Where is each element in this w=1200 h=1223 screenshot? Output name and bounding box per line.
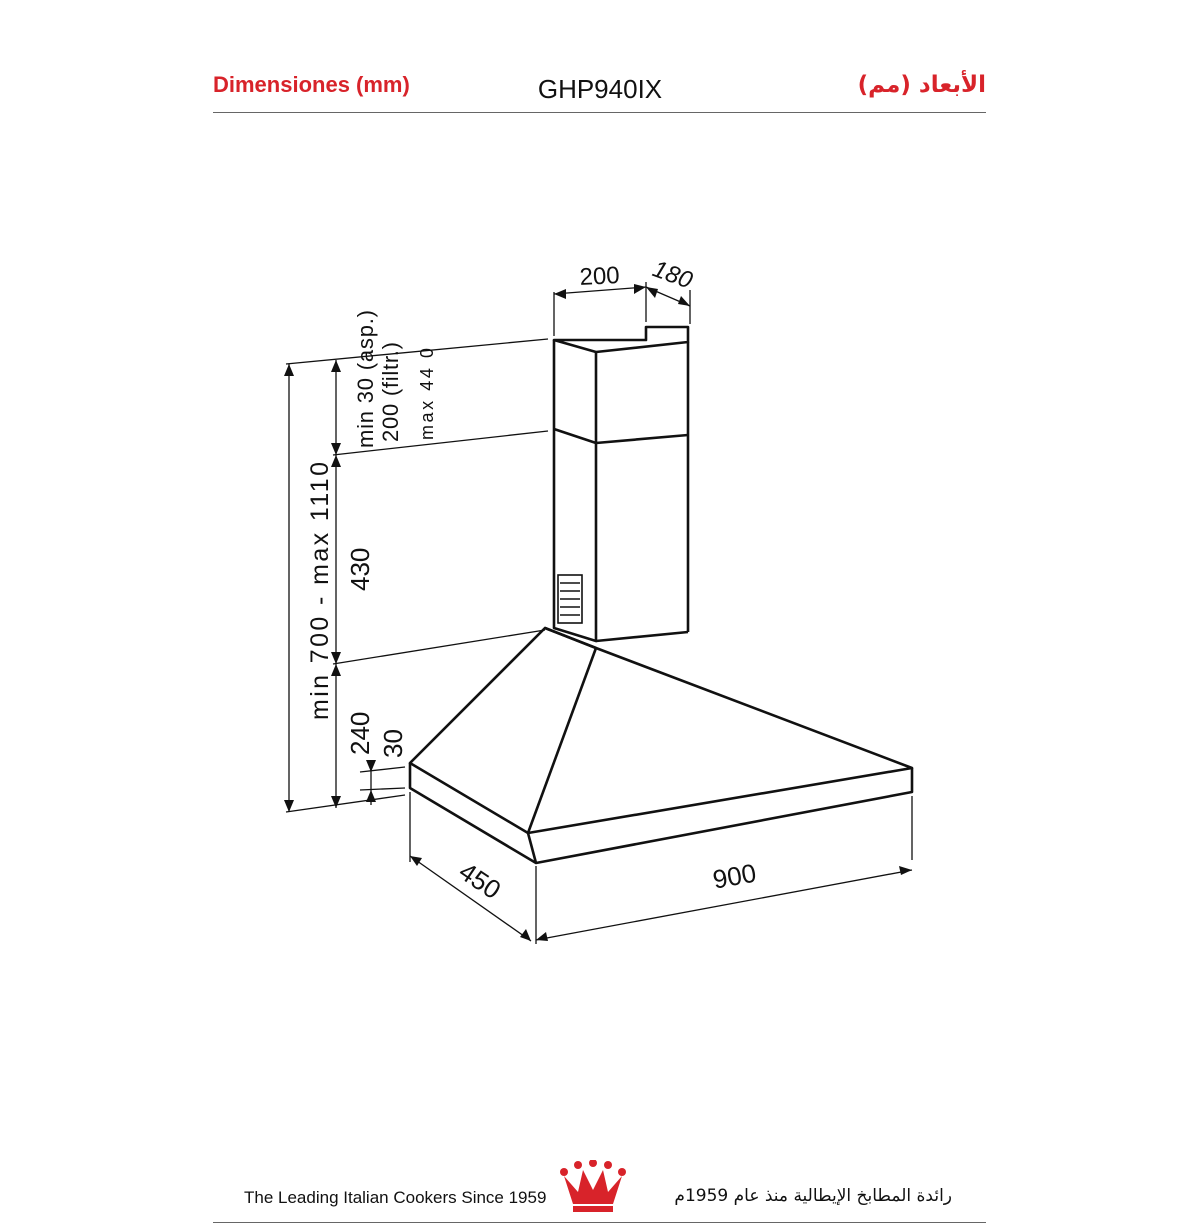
label-hood-height: 240 (345, 712, 375, 755)
label-hood-width: 900 (710, 858, 758, 895)
label-clearance-asp: min 30 (asp.) (353, 310, 378, 448)
canopy-outline (408, 626, 914, 835)
label-clearance-filtr: 200 (filtr.) (378, 342, 403, 442)
label-hood-depth: 450 (454, 856, 507, 905)
chimney-left-face (552, 340, 598, 643)
hood-outline (408, 325, 914, 865)
header-divider (213, 112, 986, 113)
footer-tagline-english: The Leading Italian Cookers Since 1959 (244, 1188, 547, 1207)
chimney-bottom (595, 630, 689, 643)
footer-tagline-arabic: رائدة المطابخ الإيطالية منذ عام 1959م (674, 1186, 952, 1206)
title-arabic: الأبعاد (مم) (857, 72, 986, 98)
chimney-joint (553, 427, 689, 445)
label-total-height: min 700 - max 1110 (306, 462, 334, 720)
model-name: GHP940IX (537, 74, 663, 104)
label-chimney-height: 430 (345, 548, 375, 591)
dimension-arrows (284, 284, 912, 941)
chimney-upper (552, 325, 690, 354)
label-rim-height: 30 (378, 729, 408, 758)
canopy-top-ridge (544, 626, 597, 650)
hood-rim (408, 763, 914, 865)
title-spanish: Dimensiones (mm) (213, 72, 410, 97)
crown-icon (558, 1159, 628, 1223)
vent-grille (557, 574, 583, 624)
canopy-front-left-ridge (526, 647, 598, 834)
label-chimney-width: 200 (579, 262, 620, 291)
label-clearance-max: max 44 0 (417, 348, 437, 440)
rim-front-edge (526, 832, 538, 864)
